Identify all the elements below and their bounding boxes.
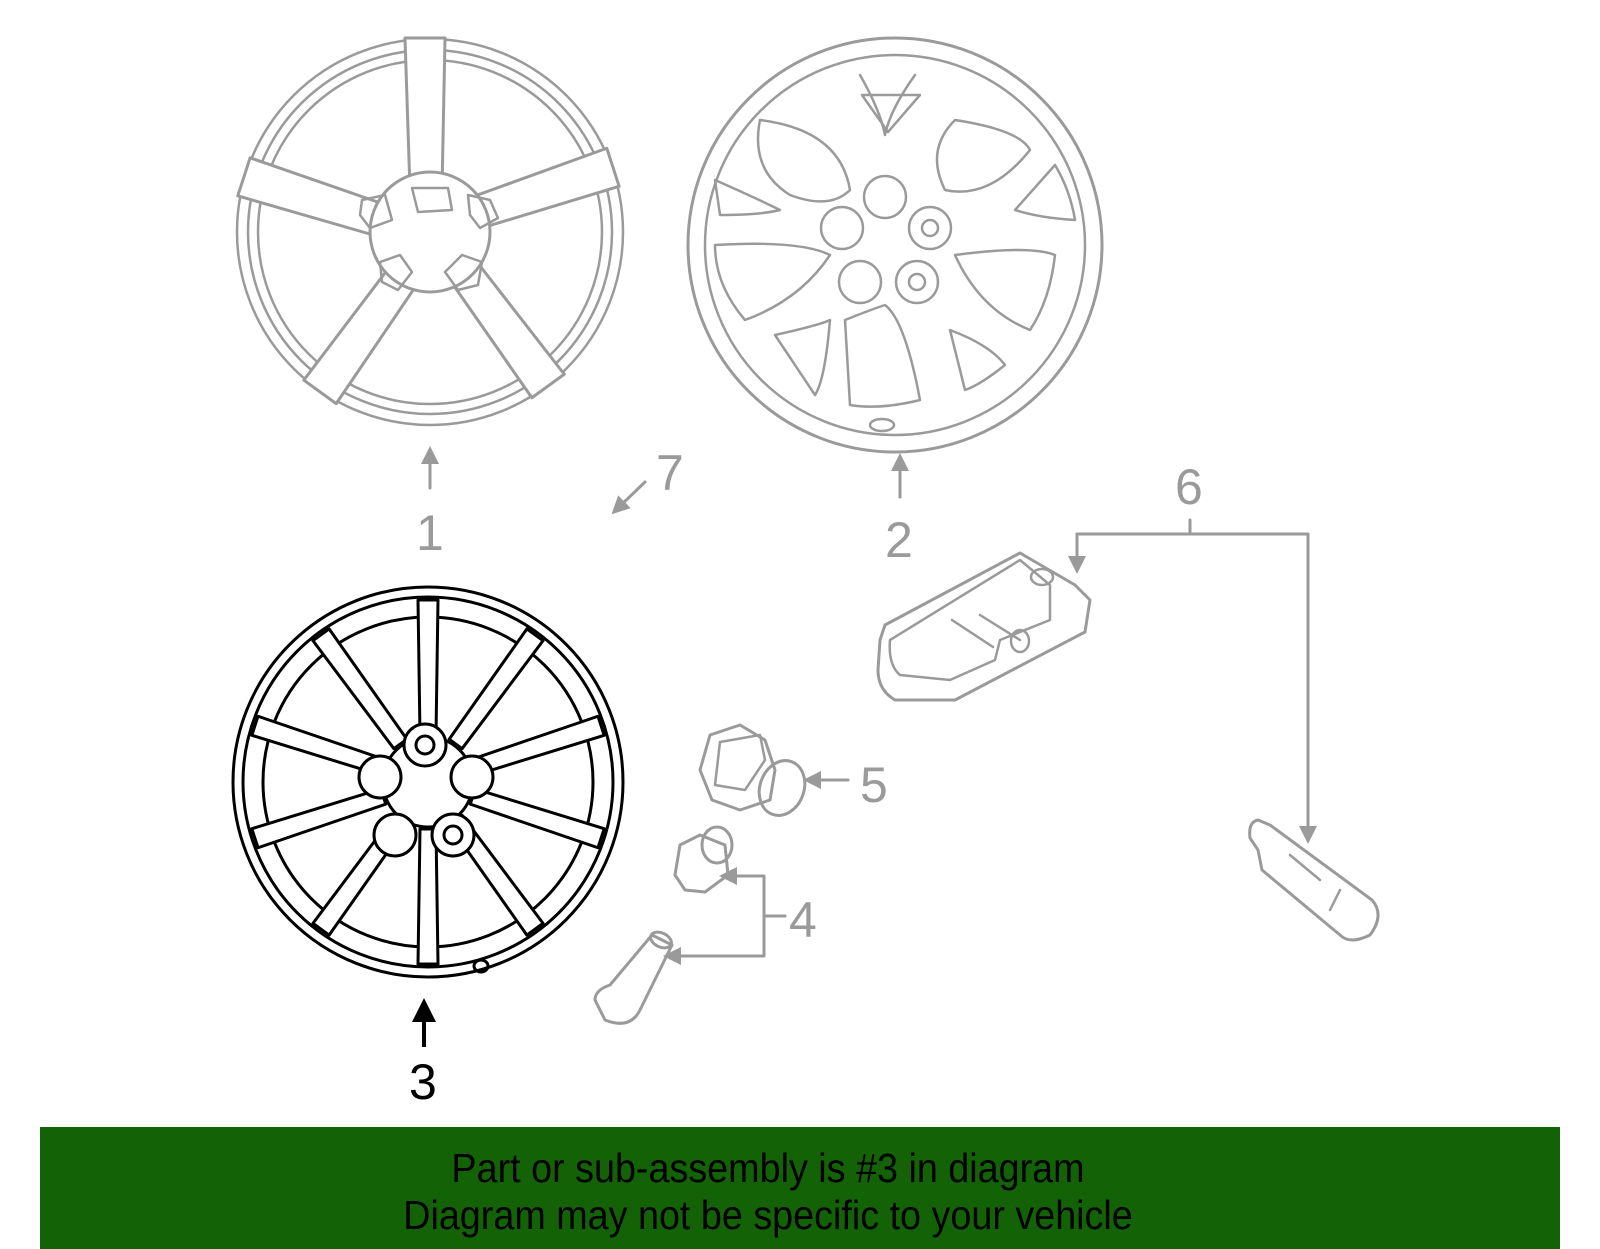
callout-label-4[interactable]: 4: [789, 892, 817, 948]
part-4-small-lug-nut[interactable]: [673, 825, 734, 894]
part-4-valve-stem[interactable]: [593, 929, 674, 1025]
wheel-3-ten-spoke[interactable]: [231, 585, 625, 979]
callout-label-5[interactable]: 5: [860, 757, 888, 813]
notice-banner: Part or sub-assembly is #3 in diagram Di…: [40, 1127, 1560, 1249]
callout-4-bracket: [663, 867, 787, 965]
wheel-2-split-spoke[interactable]: [686, 36, 1104, 454]
callout-label-3[interactable]: 3: [409, 1054, 437, 1110]
banner-line-disclaimer: Diagram may not be specific to your vehi…: [403, 1192, 1133, 1238]
callout-label-7[interactable]: 7: [656, 445, 684, 501]
callout-6-bracket: [1068, 518, 1317, 844]
banner-line-part-number: Part or sub-assembly is #3 in diagram: [451, 1145, 1085, 1191]
callout-label-6[interactable]: 6: [1175, 459, 1203, 515]
part-6-tpms-sensor[interactable]: [876, 551, 1092, 702]
wheel-1-five-spoke[interactable]: [235, 36, 625, 427]
callout-label-2[interactable]: 2: [885, 512, 913, 568]
part-5-lug-nut[interactable]: [698, 723, 812, 822]
part-6-valve[interactable]: [1248, 818, 1380, 942]
callout-7-arrow: [611, 480, 647, 515]
callout-label-1[interactable]: 1: [416, 505, 444, 561]
